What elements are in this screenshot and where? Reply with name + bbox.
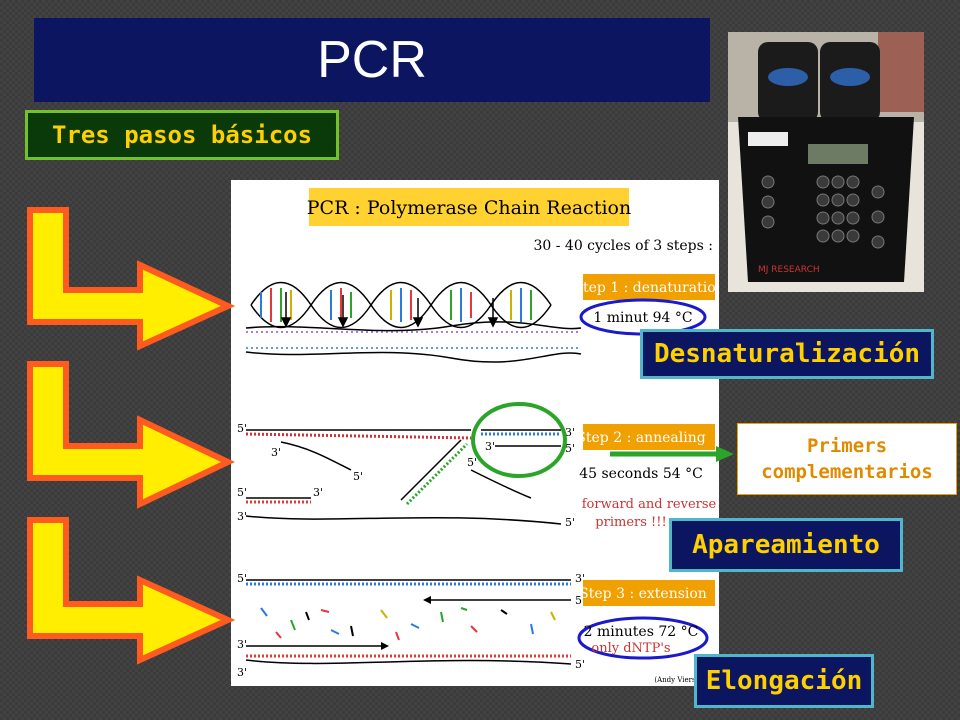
step2-note1: forward and reverse [582,497,717,512]
arrow-step1 [27,207,236,351]
label-primers: Primers complementarios [737,423,957,495]
credit: (Andy Vierstraete [654,676,717,684]
step3-strands: 5' 3' 5' 3' 3' 5' [237,572,585,679]
svg-text:MJ RESEARCH: MJ RESEARCH [758,265,820,275]
pcr-diagram: PCR : Polymerase Chain Reaction 30 - 40 … [231,180,719,686]
svg-text:5': 5' [565,516,575,529]
svg-text:5': 5' [565,442,575,455]
step1-helix [250,281,552,329]
step3-condition: 2 minutes 72 °C [584,624,699,640]
step2-note2: primers !!! [595,515,666,530]
svg-text:3': 3' [237,510,247,523]
title-bar: PCR [34,18,710,102]
step1-label: Step 1 : denaturation [573,280,719,296]
subtitle-box: Tres pasos básicos [25,110,339,160]
step3-highlight [577,616,709,660]
svg-text:3': 3' [313,486,323,499]
step3-note: only dNTP's [591,641,670,656]
svg-text:3': 3' [237,638,247,651]
step2-condition: 45 seconds 54 °C [579,466,703,482]
figure-heading: PCR : Polymerase Chain Reaction [307,197,631,219]
page-title: PCR [317,31,427,89]
svg-text:5': 5' [237,486,247,499]
separated-strands [245,321,582,363]
svg-text:5': 5' [575,658,585,671]
label-elongacion: Elongación [694,654,874,708]
arrow-step3 [27,517,236,665]
subtitle: Tres pasos básicos [51,121,313,149]
label-desnaturalizacion: Desnaturalización [640,329,934,379]
svg-text:3': 3' [237,666,247,679]
svg-text:3': 3' [485,440,495,453]
thermocycler-photo: MJ RESEARCH [728,32,924,292]
svg-text:5': 5' [237,422,247,435]
svg-text:3': 3' [575,572,585,585]
dntps [260,607,556,641]
svg-text:5': 5' [575,594,585,607]
svg-text:3': 3' [271,446,281,459]
step2-strands: 5' 3' 5' 5' 3' 3' 5' 5' 3' 3' 5' [237,422,575,529]
label-apareamiento: Apareamiento [669,518,903,572]
cycles-text: 30 - 40 cycles of 3 steps : [533,238,713,254]
primer-highlight [471,402,567,478]
denaturation-arrows [280,292,499,328]
step3-label: Step 3 : extension [579,586,707,602]
svg-text:5': 5' [353,470,363,483]
step2-label: Step 2 : annealing [576,430,705,446]
svg-text:5': 5' [237,572,247,585]
svg-text:5': 5' [467,456,477,469]
arrow-step2 [27,361,235,509]
step1-condition: 1 minut 94 °C [593,310,692,326]
svg-text:3': 3' [565,426,575,439]
